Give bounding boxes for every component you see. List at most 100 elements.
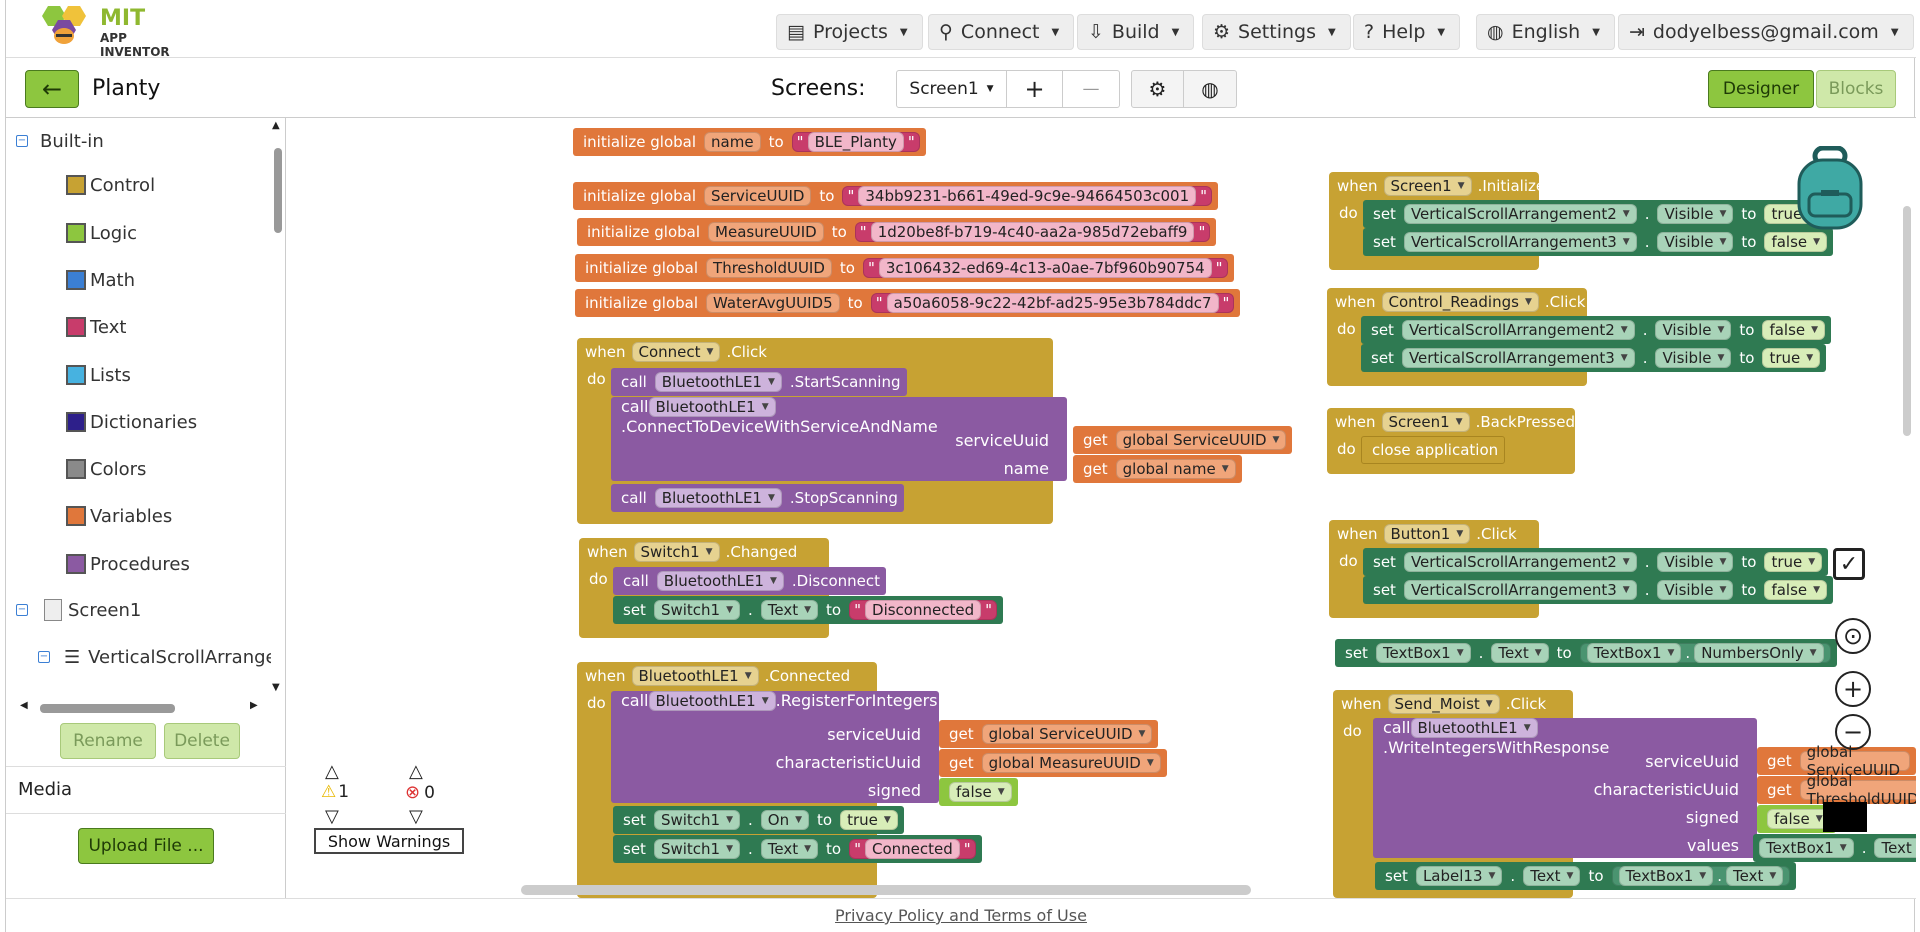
nav-projects[interactable]: ▤ Projects▼ [776,14,923,50]
scroll-right-icon[interactable]: ▶ [250,700,258,711]
text-value-field[interactable]: BLE_Planty [807,132,904,152]
app-inventor-logo[interactable]: MIT APP INVENTOR [38,2,198,59]
sidebar-horizontal-scrollbar[interactable]: ◀ ▶ [20,700,260,714]
designer-button[interactable]: Designer [1708,70,1814,108]
component-dropdown[interactable]: BluetoothLE1▼ [631,666,759,686]
component-dropdown[interactable]: VerticalScrollArrangement2▼ [1403,204,1637,224]
text-block[interactable]: "BLE_Planty" [791,132,920,152]
recenter-target-icon[interactable]: ⊙ [1835,618,1871,654]
component-dropdown[interactable]: Switch1▼ [653,600,740,620]
property-dropdown[interactable]: Text▼ [760,839,819,859]
property-dropdown[interactable]: Visible▼ [1657,204,1734,224]
workspace-horizontal-scrollbar[interactable] [521,885,1251,895]
component-dropdown[interactable]: VerticalScrollArrangement3▼ [1403,232,1637,252]
text-value-field[interactable]: Connected [865,839,960,859]
show-warnings-button[interactable]: Show Warnings [314,828,464,854]
tree-item-lists[interactable]: Lists [66,360,131,390]
tree-item-logic[interactable]: Logic [66,218,137,248]
prev-error-icon[interactable]: △ [409,761,423,782]
property-dropdown[interactable]: Visible▼ [1655,320,1732,340]
component-dropdown[interactable]: Switch1▼ [633,542,720,562]
text-block[interactable]: "3c106432-ed69-4c13-a0ae-7bf960b90754" [862,258,1228,278]
tree-vertical-scroll-arrangement[interactable]: − ☰ VerticalScrollArrange [38,642,271,672]
tree-item-colors[interactable]: Colors [66,454,146,484]
collapse-icon[interactable]: − [38,651,50,663]
component-dropdown[interactable]: TextBox1▼ [1586,643,1682,663]
variable-name-field[interactable]: ServiceUUID [704,186,812,206]
boolean-dropdown[interactable]: true▼ [1764,552,1823,572]
backpack-icon[interactable] [1787,146,1873,232]
project-properties-button[interactable]: ⚙ [1132,71,1184,107]
variable-dropdown[interactable]: global ServiceUUID [1799,743,1910,779]
zoom-in-icon[interactable]: + [1835,671,1871,707]
next-error-icon[interactable]: ▽ [409,806,423,827]
blocks-button[interactable]: Blocks [1816,70,1896,108]
property-dropdown[interactable]: Visible▼ [1657,552,1734,572]
boolean-dropdown[interactable]: false▼ [1764,232,1828,252]
property-dropdown[interactable]: Text▼ [1726,866,1784,886]
property-dropdown[interactable]: Text▼ [1523,866,1581,886]
getter-block[interactable]: TextBox1▼.NumbersOnly▼ [1579,643,1831,663]
close-application-block[interactable]: close application [1361,436,1506,464]
variable-dropdown[interactable]: global ThresholdUUID [1799,772,1916,808]
global-init-block[interactable]: initialize global MeasureUUID to "1d20be… [577,218,1217,246]
text-value-field[interactable]: Disconnected [865,600,982,620]
component-dropdown[interactable]: VerticalScrollArrangement2▼ [1403,552,1637,572]
text-block[interactable]: "Connected" [849,839,976,859]
component-dropdown[interactable]: BluetoothLE1▼ [648,397,776,417]
component-dropdown[interactable]: BluetoothLE1▼ [654,488,782,508]
variable-dropdown[interactable]: global ServiceUUID▼ [981,724,1153,744]
text-value-field[interactable]: 34bb9231-b661-49ed-9c9e-94664503c001 [858,186,1197,206]
global-init-block[interactable]: initialize global ThresholdUUID to "3c10… [575,254,1234,282]
remove-screen-button[interactable]: — [1082,79,1100,99]
property-dropdown[interactable]: Visible▼ [1657,580,1734,600]
component-dropdown[interactable]: Button1▼ [1383,524,1471,544]
text-block[interactable]: "1d20be8f-b719-4c40-aa2a-985d72ebaff9" [854,222,1211,242]
next-warning-icon[interactable]: ▽ [325,806,339,827]
property-dropdown[interactable]: Text▼ [760,600,819,620]
text-block[interactable]: "a50a6058-9c22-42bf-ad25-95e3b784ddc7" [870,293,1235,313]
component-dropdown[interactable]: Screen1▼ [1383,176,1472,196]
boolean-dropdown[interactable]: true▼ [840,810,898,830]
component-dropdown[interactable]: VerticalScrollArrangement2▼ [1401,320,1635,340]
back-button[interactable]: ← [25,70,79,108]
tree-item-procedures[interactable]: Procedures [66,549,190,579]
component-dropdown[interactable]: TextBox1▼ [1375,643,1471,663]
sidebar-vertical-scrollbar[interactable]: ▲ ▼ [272,120,282,693]
boolean-dropdown[interactable]: false▼ [1767,809,1830,829]
collapse-icon[interactable]: − [16,135,28,147]
workspace-vertical-scrollbar[interactable] [1901,206,1913,566]
zoom-out-icon[interactable]: − [1835,714,1871,750]
component-dropdown[interactable]: VerticalScrollArrangement3▼ [1401,348,1635,368]
text-value-field[interactable]: a50a6058-9c22-42bf-ad25-95e3b784ddc7 [886,293,1219,313]
variable-dropdown[interactable]: global name▼ [1115,459,1236,479]
scroll-left-icon[interactable]: ◀ [20,700,28,711]
logic-false-block[interactable]: false▼ [1757,805,1836,833]
component-dropdown[interactable]: BluetoothLE1▼ [654,372,782,392]
global-init-block[interactable]: initialize global WaterAvgUUID5 to "a50a… [575,289,1241,317]
nav-language[interactable]: ◍ English▼ [1476,14,1615,50]
component-dropdown[interactable]: BluetoothLE1▼ [656,571,784,591]
boolean-dropdown[interactable]: true▼ [1762,348,1821,368]
variable-name-field[interactable]: name [704,132,761,152]
delete-button[interactable]: Delete [164,723,240,759]
scroll-up-icon[interactable]: ▲ [272,120,280,131]
rename-button[interactable]: Rename [60,723,156,759]
boolean-dropdown[interactable]: false▼ [949,782,1012,802]
add-screen-button[interactable]: + [1007,71,1063,107]
